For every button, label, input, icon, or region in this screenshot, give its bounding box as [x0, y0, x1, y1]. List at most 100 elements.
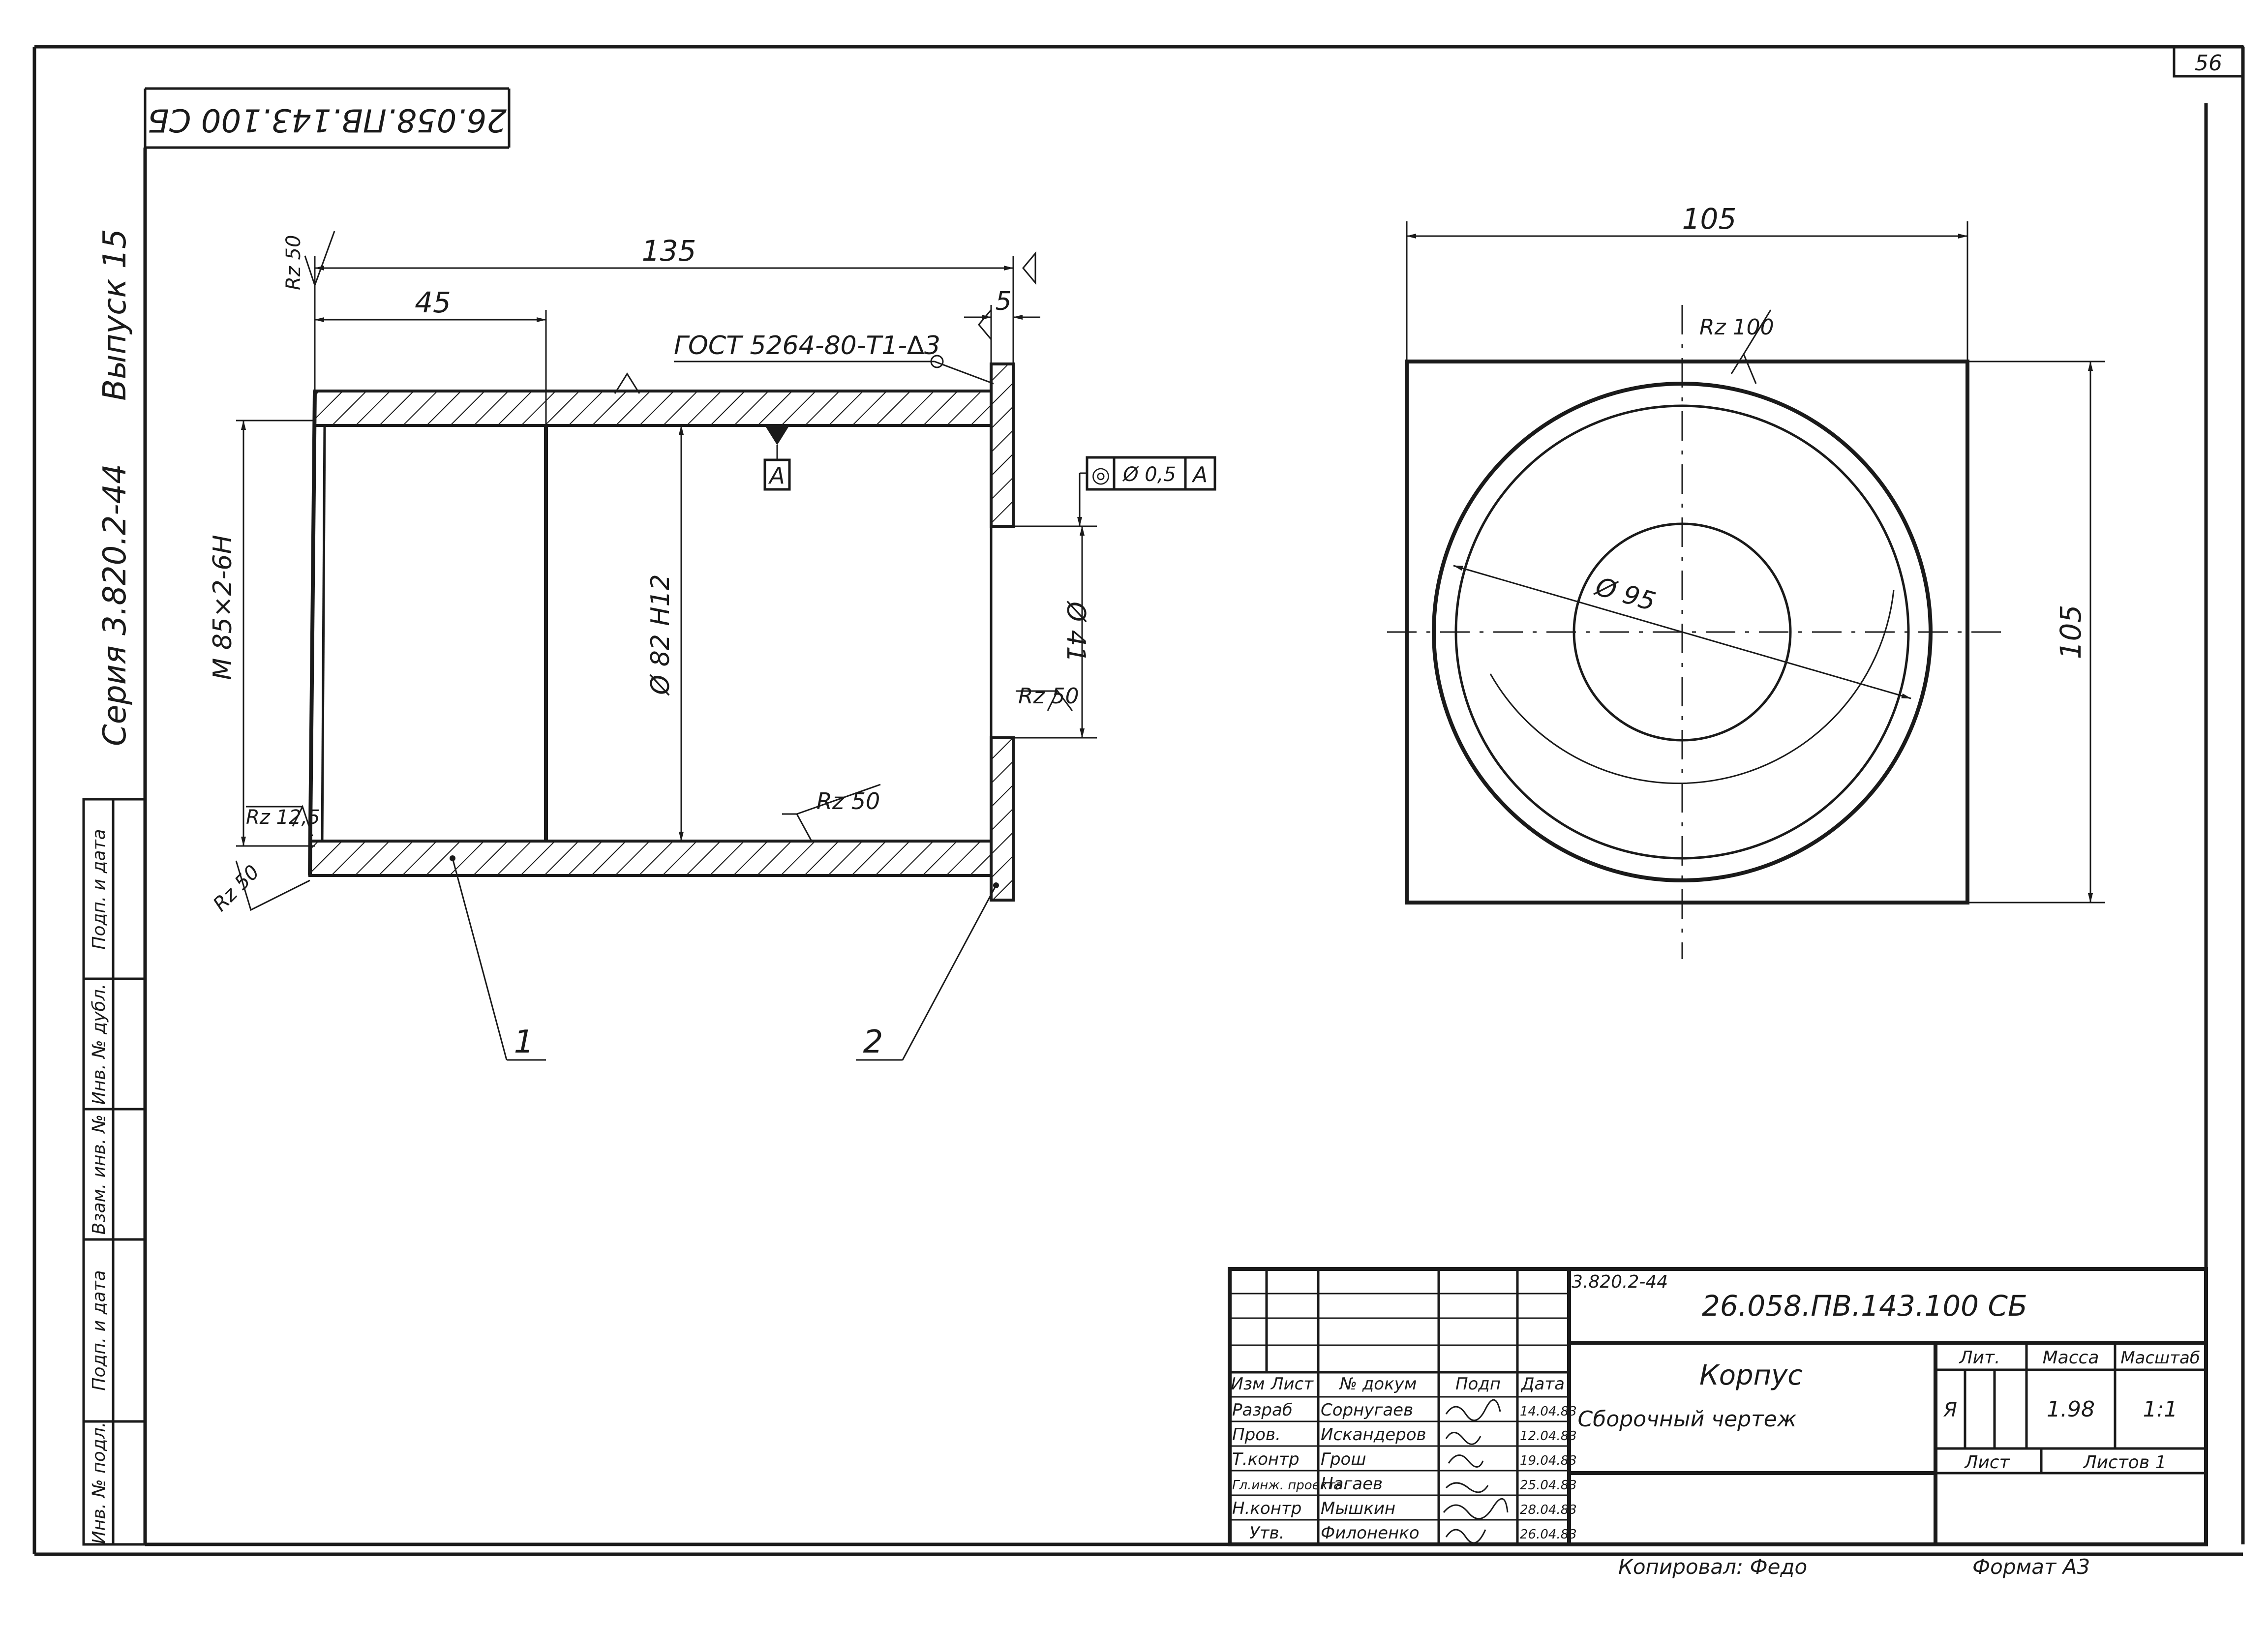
row-date: 12.04.83: [1520, 1429, 1577, 1444]
plan-view: Ø 95: [1387, 305, 2007, 959]
rz-right-label: Rz 50: [1018, 684, 1079, 709]
rotated-designation: 26.058.ПВ.143.100 СБ: [148, 101, 507, 138]
vypusk-label: Выпуск 15: [97, 229, 133, 401]
row-date: 14.04.83: [1520, 1404, 1577, 1419]
stamp-podp-data-1: Подп. и дата: [89, 1270, 109, 1390]
row-name: Сорнугаев: [1321, 1400, 1413, 1420]
scale-value: 1:1: [2143, 1397, 2178, 1422]
tolerance-value: Ø 0,5: [1122, 463, 1176, 486]
rz-inner: Rz 12,5: [246, 805, 320, 837]
row-name: Грош: [1321, 1449, 1366, 1469]
margin-stamp: Инв. № подл. Подп. и дата Взам. инв. № И…: [82, 798, 147, 1546]
rz-mid-bottom-label: Rz 50: [816, 788, 880, 814]
sheet-frame: [32, 45, 2245, 1556]
tolerance-datum: A: [1191, 462, 1208, 487]
plan-rz: Rz 100: [1699, 309, 1774, 384]
leader-2: 2: [856, 882, 999, 1061]
row-date: 26.04.83: [1520, 1527, 1577, 1542]
tolerance-symbol: ◎: [1091, 462, 1110, 487]
row-name: Искандеров: [1321, 1425, 1426, 1445]
hdr-scale: Масштаб: [2120, 1348, 2200, 1368]
row-name: Мышкин: [1321, 1499, 1395, 1518]
sheet-number: 56: [2195, 51, 2222, 76]
row-role: Пров.: [1232, 1425, 1281, 1445]
hdr-izm: Изм: [1231, 1374, 1265, 1394]
tb-designation: 26.058.ПВ.143.100 СБ: [1702, 1289, 2027, 1323]
stamp-inv-dubl: Инв. № дубл.: [89, 984, 109, 1105]
dim-bore-label: Ø 82 H12: [646, 574, 675, 695]
leader-1-label: 1: [514, 1024, 534, 1060]
row-date: 19.04.83: [1520, 1453, 1577, 1468]
tb-series: 3.820.2-44: [1572, 1272, 1668, 1292]
plan-dim-height: 105: [1967, 361, 2105, 904]
dim-left: 45: [314, 286, 547, 425]
row-date: 28.04.83: [1520, 1503, 1577, 1517]
weld-mark-mid: [978, 307, 992, 342]
stamp-podp-data-2: Подп. и дата: [89, 829, 109, 949]
rz-mid-bottom: Rz 50: [782, 784, 881, 842]
dim-thread-label: M 85×2-6H: [208, 535, 238, 680]
dim-left-label: 45: [415, 286, 451, 319]
rz-right: Rz 50: [1016, 684, 1079, 711]
hdr-doc: № докум: [1339, 1374, 1417, 1394]
hdr-sheet: Лист: [1964, 1452, 2010, 1473]
rz-inner-label: Rz 12,5: [246, 806, 320, 829]
end-plate-bottom: [990, 736, 1015, 902]
mass-value: 1.98: [2047, 1397, 2095, 1422]
hdr-mass: Масса: [2043, 1348, 2099, 1368]
plan-dim-width-label: 105: [1682, 202, 1737, 236]
dim-small-dia-label: Ø 41: [1061, 601, 1090, 663]
copied-by: Копировал: Федо: [1618, 1555, 1807, 1579]
dim-right: 5: [964, 287, 1040, 364]
dim-small-dia: Ø 41: [1013, 525, 1097, 739]
leader-1: 1: [450, 855, 546, 1061]
dim-thread: M 85×2-6H: [208, 420, 315, 847]
hdr-sheets: Листов 1: [2083, 1452, 2167, 1473]
row-date: 25.04.83: [1520, 1478, 1577, 1493]
plan-dim-width: 105: [1406, 202, 1968, 362]
title-block: Изм Лист № докум Подп Дата Разраб Пров. …: [1228, 1267, 2208, 1546]
hdr-date: Дата: [1520, 1374, 1565, 1394]
weld-callout: ГОСТ 5264-80-Т1-∆3: [614, 331, 994, 394]
signatures: [1443, 1399, 1509, 1544]
plan-diameter-label: Ø 95: [1591, 572, 1659, 617]
sheet-number-box: 56: [2173, 45, 2244, 78]
end-plate-top: [990, 362, 1015, 528]
dim-right-label: 5: [995, 287, 1011, 316]
rz-top-left-label: Rz 50: [282, 235, 305, 290]
rz-top-left: Rz 50: [282, 231, 335, 290]
datum-a-label: A: [768, 462, 785, 489]
hdr-lit: Лит.: [1959, 1348, 2000, 1368]
bottom-wall: [308, 840, 993, 877]
row-role: Т.контр: [1232, 1449, 1300, 1469]
weld-mark-right: [1022, 251, 1036, 285]
tb-name-1: Корпус: [1699, 1359, 1803, 1391]
dim-bore: Ø 82 H12: [646, 425, 684, 842]
datum-a: A: [763, 458, 791, 491]
row-role: Разраб: [1232, 1400, 1293, 1420]
plan-dim-height-label: 105: [2054, 605, 2087, 660]
stamp-vzam-inv: Взам. инв. №: [89, 1115, 109, 1235]
dim-overall: 135: [314, 234, 1014, 391]
lit-value: Я: [1943, 1399, 1957, 1421]
hdr-list: Лист: [1270, 1374, 1314, 1394]
row-role: Утв.: [1249, 1523, 1284, 1543]
hdr-podp: Подп: [1455, 1374, 1501, 1394]
row-role: Гл.инж. проекта: [1232, 1478, 1343, 1493]
dim-overall-label: 135: [642, 234, 696, 268]
rz-bottom-left: Rz 50: [209, 860, 310, 916]
weld-callout-text: ГОСТ 5264-80-Т1-∆3: [674, 331, 940, 361]
top-wall: [313, 390, 993, 427]
section-view: [308, 362, 1015, 902]
leader-2-label: 2: [863, 1024, 883, 1060]
row-role: Н.контр: [1232, 1499, 1301, 1518]
stamp-inv-podl: Инв. № подл.: [89, 1422, 109, 1544]
row-name: Нагаев: [1321, 1474, 1383, 1494]
tolerance-frame: ◎ Ø 0,5 A: [1077, 456, 1216, 527]
format-label: Формат А3: [1972, 1555, 2090, 1579]
tb-name-2: Сборочный чертеж: [1577, 1407, 1796, 1432]
row-name: Филоненко: [1321, 1523, 1420, 1543]
plan-rz-label: Rz 100: [1699, 315, 1774, 340]
seriya-label: Серия 3.820.2-44: [97, 464, 133, 746]
